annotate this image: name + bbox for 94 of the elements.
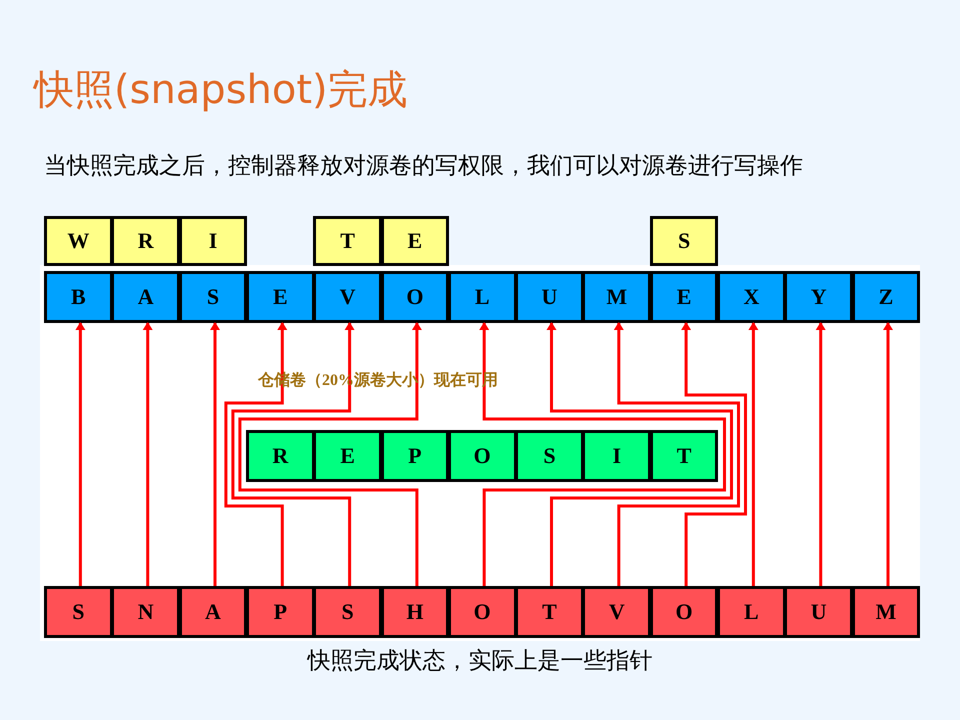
arrow [238,322,422,586]
letter-cell [380,430,450,482]
letter-cell [852,586,920,638]
letter: U [810,599,827,625]
arrow [75,322,86,586]
letter: A [205,599,221,625]
letter: P [408,443,422,469]
letter: R [272,443,288,469]
letter-cell [44,586,113,638]
letter-cell [313,271,382,323]
arrow [681,322,747,586]
letter: O [406,284,424,310]
arrow [224,322,288,586]
letter: B [71,284,86,310]
letter-cell [313,586,382,638]
letter: L [474,284,490,310]
letter-cell [111,271,180,323]
letter-cell [178,271,248,323]
letter-cell [178,216,248,266]
letter: P [274,599,288,625]
arrow [614,322,740,586]
letter: I [612,443,622,469]
letter: O [474,599,491,625]
arrow [816,322,826,586]
letter: T [340,228,355,254]
letter-cell [717,586,786,638]
letter: Z [878,284,894,310]
letter: T [542,599,557,625]
letter: V [608,599,625,625]
letter-cell [111,216,180,266]
letter-cell [784,271,854,323]
subtitle-text: 当快照完成之后，控制器释放对源卷的写权限，我们可以对源卷进行写操作 [44,152,804,180]
letter-cell [650,271,718,323]
letter-cell [784,586,854,638]
letter-cell [650,216,718,266]
letter-cell [380,216,450,266]
letter-cell [582,430,652,482]
slide-title: 快照(snapshot)完成 [34,66,408,115]
letter: O [676,599,693,625]
letter-cell [313,430,382,482]
letter-cell [246,430,315,482]
letter-cell [582,271,652,323]
letter: M [876,599,896,625]
letter: W [67,228,90,254]
letter: L [744,599,759,625]
letter: E [408,228,422,254]
letter: V [340,284,356,310]
letter: T [676,443,692,469]
letter: S [72,599,85,625]
letter-cell [44,216,113,266]
letter-cell [515,271,584,323]
letter: M [606,284,628,310]
arrow [210,322,220,586]
letter-cell [380,586,450,638]
letter: O [474,443,491,469]
letter-cell [650,586,718,638]
letter: S [678,228,690,254]
arrow [231,322,355,586]
letter-cell [515,430,584,482]
letter: R [138,228,154,254]
letter: H [406,599,424,625]
letter: E [272,284,288,310]
letter-cell [515,586,584,638]
letter: X [743,284,760,310]
letter-cell [717,271,786,323]
letter: E [676,284,692,310]
arrow [883,322,893,586]
letter-cell [178,586,248,638]
letter: I [208,228,218,254]
letter-cell [852,271,920,323]
letter-cell [313,216,382,266]
letter: E [340,443,355,469]
letter-cell [650,430,718,482]
arrow [479,322,726,586]
letter-cell [448,586,517,638]
letter-cell [380,271,450,323]
letter-cell [582,586,652,638]
letter: U [542,284,558,310]
letter: S [341,599,354,625]
letter: S [206,284,220,310]
letter-cell [111,586,180,638]
letter-cell [448,430,517,482]
letter: N [138,599,154,625]
letter: S [543,443,556,469]
caption-text: 快照完成状态，实际上是一些指针 [306,647,654,675]
arrow [748,322,758,586]
letter-cell [44,271,113,323]
arrow [142,322,153,586]
letter-cell [448,271,517,323]
letter-cell [246,586,315,638]
letter-cell [246,271,315,323]
arrow [546,322,733,586]
letter: A [138,284,154,310]
letter: Y [810,284,827,310]
